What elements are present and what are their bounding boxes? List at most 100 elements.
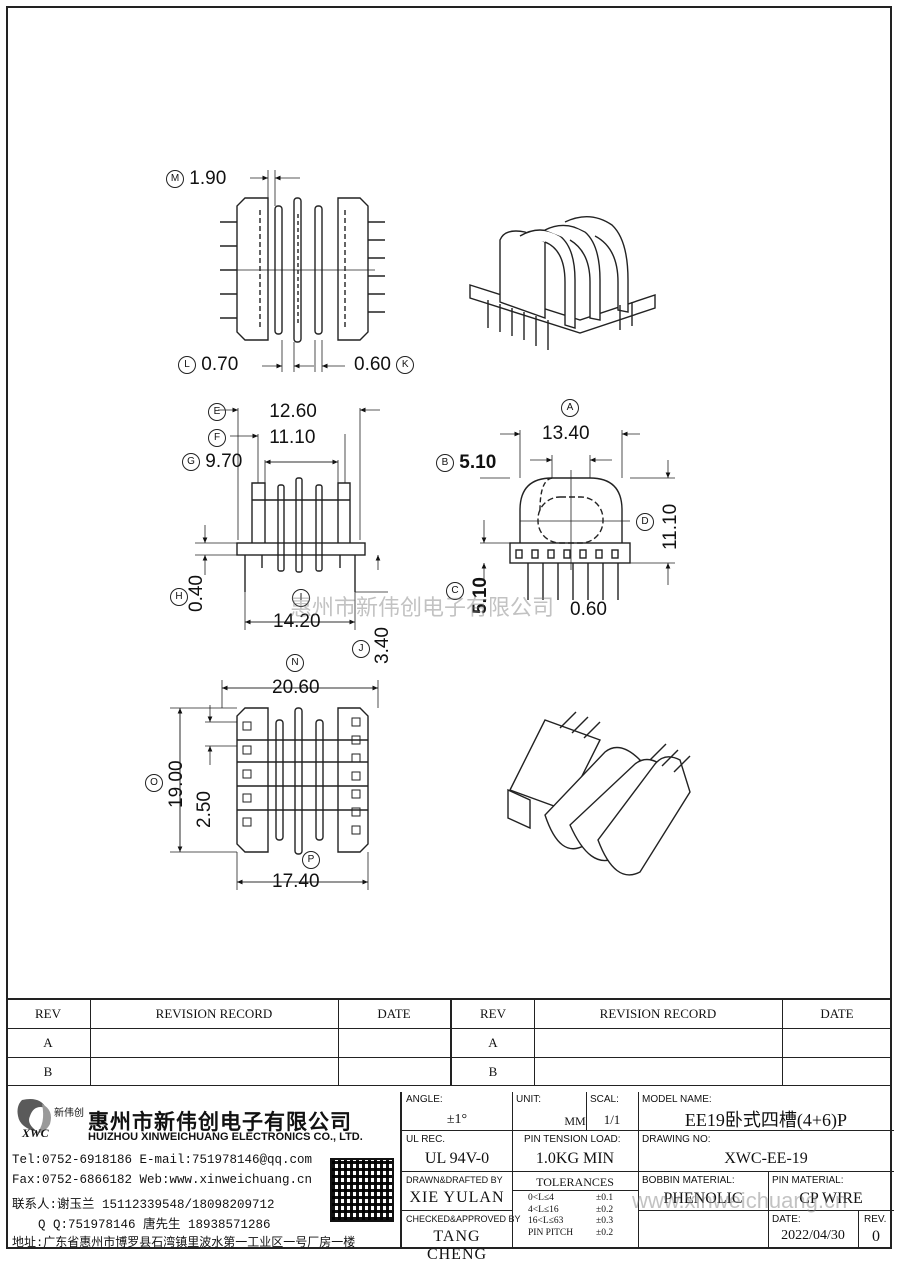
table-row-b-rev: B <box>43 1064 53 1079</box>
watermark-company: 惠州市新伟创电子有限公司 <box>290 595 555 620</box>
rev-header-1: REV <box>35 1006 61 1021</box>
watermark-website: www.xinweichuang.cn <box>632 1188 848 1213</box>
isometric-view-top <box>469 216 656 350</box>
label-i-circle: I <box>292 589 310 607</box>
dim-e: E 12.60 <box>208 401 317 423</box>
model-name-label: MODEL NAME: <box>642 1094 712 1105</box>
revision-table: REV REVISION RECORD DATE REV REVISION RE… <box>6 998 892 1086</box>
dim-k-value: 0.60 <box>354 354 391 375</box>
label-e-circle: E <box>208 402 226 421</box>
company-fax: Fax:0752-6866182 Web:www.xinweichuang.cn <box>12 1173 313 1187</box>
table-row-a-rev: A <box>43 1035 53 1050</box>
date-header-1: DATE <box>377 1006 411 1021</box>
drawn-by-label: DRAWN&DRAFTED BY <box>406 1175 503 1185</box>
tolerance-row: 16<L≤63±0.3 <box>528 1216 614 1226</box>
dim-pin-value: 0.60 <box>570 599 607 620</box>
angle-label: ANGLE: <box>406 1094 443 1105</box>
company-name-en: HUIZHOU XINWEICHUANG ELECTRONICS CO., LT… <box>88 1131 363 1143</box>
label-n-circle: N <box>286 654 304 672</box>
dim-m-value: 1.90 <box>189 168 227 189</box>
dim-a-value: 13.40 <box>542 423 590 444</box>
qr-code <box>330 1158 394 1222</box>
label-j-circle: J <box>352 640 370 658</box>
drawn-by-value: XIE YULAN <box>409 1189 505 1206</box>
company-tel: Tel:0752-6918186 E-mail:751978146@qq.com <box>12 1153 313 1167</box>
bobbin-material-value: PHENOLIC <box>663 1190 743 1207</box>
checked-by-label: CHECKED&APPROVED BY <box>406 1214 521 1224</box>
rev-value: 0 <box>872 1228 880 1245</box>
logo-text-xwc: XWC <box>22 1126 49 1140</box>
unit-label: UNIT: <box>516 1094 541 1105</box>
rev-header-2: REV <box>480 1006 506 1021</box>
table-row-a-rev-2: A <box>488 1035 498 1050</box>
label-g-circle: G <box>182 452 200 471</box>
tolerances-list: 0<L≤4±0.1 4<L≤16±0.2 16<L≤63±0.3 PIN PIT… <box>528 1193 634 1239</box>
drawing-no-value: XWC-EE-19 <box>724 1150 808 1167</box>
pin-material-label: PIN MATERIAL: <box>772 1175 844 1186</box>
model-name-value: EE19卧式四槽(4+6)P <box>684 1110 848 1130</box>
isometric-view-bottom <box>507 711 691 876</box>
tolerances-label: TOLERANCES <box>536 1175 614 1189</box>
pin-tension-label: PIN TENSION LOAD: <box>524 1134 621 1145</box>
label-b-circle: B <box>436 453 454 472</box>
dim-l: L 0.70 <box>178 354 238 376</box>
engineering-drawing <box>170 170 691 890</box>
dim-b: B 5.10 <box>436 452 496 474</box>
drawing-no-label: DRAWING NO: <box>642 1134 711 1145</box>
label-d-circle: D <box>636 513 654 531</box>
label-o-circle: O <box>145 774 163 792</box>
title-block: ANGLE: ±1° UNIT: MM SCAL: 1/1 MODEL NAME… <box>400 1092 894 1263</box>
dim-l-value: 0.70 <box>201 354 239 375</box>
company-block: 新伟创 XWC 惠州市新伟创电子有限公司 HUIZHOU XINWEICHUAN… <box>8 1092 400 1250</box>
dim-m: M 1.90 <box>166 168 226 190</box>
revision-record-header-2: REVISION RECORD <box>599 1006 717 1021</box>
label-h-circle: H <box>170 588 188 606</box>
company-logo-icon <box>17 1099 51 1134</box>
dim-f: F 11.10 <box>208 427 315 449</box>
checked-by-value: TANG CHENG <box>426 1228 488 1263</box>
dim-f-value: 11.10 <box>269 427 316 448</box>
dim-n-value: 20.60 <box>272 677 320 698</box>
ul-rec-label: UL REC. <box>406 1134 446 1145</box>
label-a-circle: A <box>561 399 579 417</box>
angle-value: ±1° <box>446 1112 468 1127</box>
unit-value: MM <box>564 1114 586 1128</box>
dim-g: G 9.70 <box>182 451 242 473</box>
label-p-circle: P <box>302 851 320 869</box>
dim-g-value: 9.70 <box>205 451 243 472</box>
dim-e-value: 12.60 <box>269 401 317 422</box>
pin-tension-value: 1.0KG MIN <box>535 1150 615 1167</box>
front-view <box>195 407 388 630</box>
company-address: 地址:广东省惠州市博罗县石湾镇里波水第一工业区一号厂房一楼 <box>12 1236 356 1250</box>
dim-d-value: 11.10 <box>660 503 681 550</box>
bottom-view <box>170 680 379 890</box>
date-header-2: DATE <box>820 1006 854 1021</box>
dim-k: 0.60 K <box>354 354 415 376</box>
top-view <box>220 170 385 372</box>
logo-text-cn: 新伟创 <box>54 1108 84 1119</box>
revision-record-header-1: REVISION RECORD <box>155 1006 273 1021</box>
label-f-circle: F <box>208 428 226 447</box>
dim-i-value: 14.20 <box>273 611 321 632</box>
tolerance-row: 0<L≤4±0.1 <box>528 1193 614 1203</box>
label-c-circle: C <box>446 582 464 600</box>
dim-b-value: 5.10 <box>459 452 497 473</box>
bobbin-material-label: BOBBIN MATERIAL: <box>642 1175 735 1186</box>
label-k-circle: K <box>396 355 415 374</box>
tolerance-row: PIN PITCH±0.2 <box>528 1227 614 1238</box>
company-name-cn: 惠州市新伟创电子有限公司 <box>88 1110 352 1134</box>
company-qq: Q Q:751978146 唐先生 18938571286 <box>38 1218 271 1232</box>
dim-j-value: 3.40 <box>372 627 393 664</box>
label-m-circle: M <box>166 169 184 188</box>
ul-rec-value: UL 94V-0 <box>424 1150 490 1167</box>
date-value: 2022/04/30 <box>781 1228 845 1243</box>
rev-label: REV. <box>864 1214 887 1225</box>
pin-material-value: CP WIRE <box>799 1190 863 1207</box>
dim-p-value: 17.40 <box>272 871 320 892</box>
tolerance-row: 4<L≤16±0.2 <box>528 1204 614 1215</box>
company-contact: 联系人:谢玉兰 15112339548/18098209712 <box>12 1198 275 1212</box>
drawing-frame <box>6 6 892 1249</box>
date-label: DATE: <box>772 1214 801 1225</box>
scale-value: 1/1 <box>603 1112 621 1127</box>
table-row-b-rev-2: B <box>488 1064 498 1079</box>
